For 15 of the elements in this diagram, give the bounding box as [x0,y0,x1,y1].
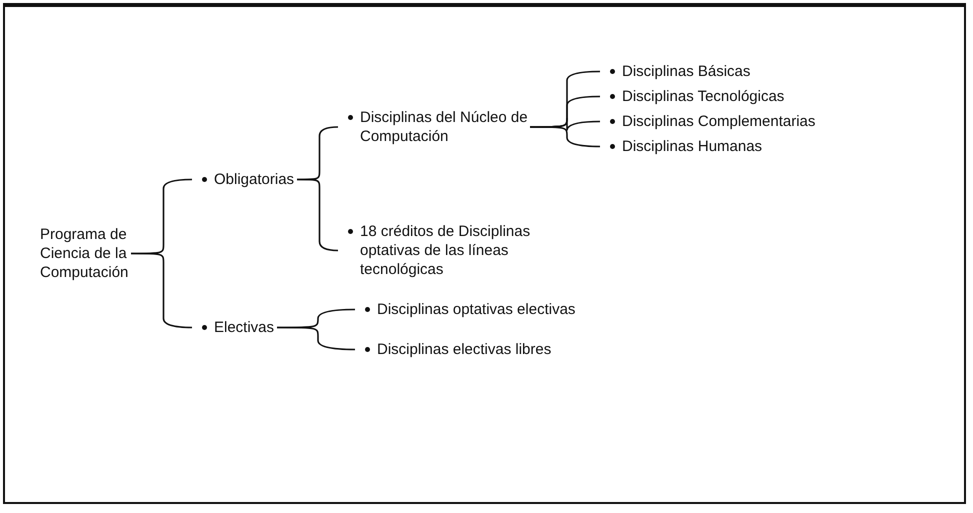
bulleted-item: Disciplinas Humanas [600,137,765,156]
root-label: Programa de Ciencia de la Computación [40,225,131,282]
bulleted-item: Disciplinas Tecnológicas [600,87,787,106]
brace-connector [297,178,338,252]
bulleted-item: Disciplinas Complementarias [600,112,818,131]
bulleted-item: Disciplinas optativas electivas [355,300,578,319]
brace-connector [277,326,355,350]
bulleted-item: Disciplinas del Núcleo de Computación [338,108,530,146]
brace-connector [131,252,192,328]
bulleted-item: 18 créditos de Disciplinas optativas de las líneas tecnológicas [338,222,533,279]
brace-connector [530,126,600,148]
bulleted-item: Obligatorias [192,170,297,189]
bulleted-item: Electivas [192,318,277,337]
bulleted-item: Disciplinas Básicas [600,62,753,81]
bulleted-item: Disciplinas electivas libres [355,340,554,359]
